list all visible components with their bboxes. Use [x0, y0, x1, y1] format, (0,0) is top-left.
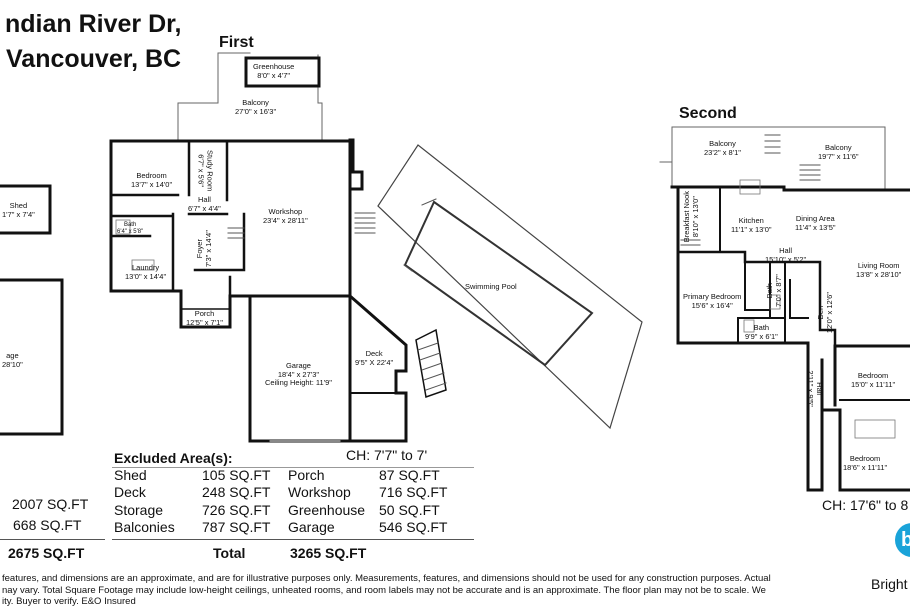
room-breakfast-nook: Breakfast Nook 8'10" x 13'0" — [682, 190, 700, 243]
disclaimer-line-2: nay vary. Total Square Footage may inclu… — [2, 585, 766, 596]
excluded-right-value-1: 716 SQ.FT — [379, 484, 448, 500]
room-bath-a: Bath 7'0" x 8'7" — [764, 274, 783, 308]
disclaimer-line-1: features, and dimensions are an approxim… — [2, 573, 771, 584]
excluded-right-name-1: Workshop — [288, 484, 351, 500]
room-laundry: Laundry 13'0" x 14'4" — [125, 263, 167, 281]
room-garage-fragment: age 28'10" — [2, 351, 23, 369]
ceiling-height-second: CH: 17'6" to 8 — [822, 497, 909, 513]
address-line-2: Vancouver, BC — [6, 45, 182, 73]
address-line-1: ndian River Dr, — [5, 10, 182, 38]
excluded-left-value-3: 787 SQ.FT — [202, 519, 271, 535]
room-bedroom-a: Bedroom 15'0" x 11'11" — [851, 371, 896, 389]
total-value: 3265 SQ.FT — [290, 545, 367, 561]
room-workshop: Workshop 23'4" x 28'11" — [263, 207, 308, 225]
room-hall: Hall 6'7" x 4'4" — [188, 195, 221, 213]
room-balcony-a: Balcony 23'2" x 8'1" — [704, 139, 741, 157]
excluded-left-value-1: 248 SQ.FT — [202, 484, 271, 500]
divider-left — [0, 539, 105, 540]
brand-logo-icon: b — [895, 523, 910, 557]
floor-sqft-2: 668 SQ.FT — [13, 517, 82, 533]
excluded-right-name-0: Porch — [288, 467, 325, 483]
divider-excluded — [112, 467, 474, 468]
room-deck: Deck 9'5" X 22'4" — [355, 349, 394, 367]
room-living: Living Room 13'8" x 28'10" — [856, 261, 902, 279]
room-balcony: Balcony 27'0" x 16'3" — [235, 98, 277, 116]
excluded-left-name-0: Shed — [114, 467, 147, 483]
total-label: Total — [213, 545, 246, 561]
room-bath: Bath 6'4" x 5'8" — [117, 222, 144, 235]
room-study: Study Room 6'7" x 5'6" — [196, 149, 215, 192]
excluded-right-value-3: 546 SQ.FT — [379, 519, 448, 535]
room-bath-b: Bath 9'9" x 6'1" — [745, 323, 778, 341]
excluded-right-value-2: 50 SQ.FT — [379, 502, 440, 518]
room-kitchen: Kitchen 11'1" x 13'0" — [731, 216, 772, 234]
room-den: Den 12'0" x 12'6" — [815, 292, 834, 334]
total-left: 2675 SQ.FT — [8, 545, 85, 561]
room-balcony-b: Balcony 19'7" x 11'6" — [818, 143, 859, 161]
room-shed: Shed 1'7" x 7'4" — [2, 201, 35, 219]
floor-sqft-1: 2007 SQ.FT — [12, 496, 89, 512]
excluded-right-name-3: Garage — [288, 519, 335, 535]
room-greenhouse: Greenhouse 8'0" x 4'7" — [253, 62, 295, 80]
excluded-left-name-2: Storage — [114, 502, 164, 518]
excluded-left-name-3: Balconies — [114, 519, 175, 535]
room-bedroom: Bedroom 13'7" x 14'0" — [131, 171, 173, 189]
excluded-heading: Excluded Area(s): — [114, 450, 233, 466]
room-dining-area: Dining Area 11'4" x 13'5" — [795, 214, 836, 232]
excluded-left-name-1: Deck — [114, 484, 146, 500]
brand-logo-letter: b — [901, 529, 910, 551]
brand-name: Bright — [871, 576, 908, 592]
floor-label-first: First — [219, 34, 254, 51]
room-bedroom-b: Bedroom 18'6" x 11'11" — [843, 454, 888, 472]
room-primary-bedroom: Primary Bedroom 15'6" x 16'4" — [683, 292, 742, 310]
ceiling-height-first: CH: 7'7" to 7' — [346, 447, 428, 463]
excluded-left-value-2: 726 SQ.FT — [202, 502, 271, 518]
excluded-right-value-0: 87 SQ.FT — [379, 467, 440, 483]
divider-total — [112, 539, 474, 540]
disclaimer-line-3: ity. Buyer to verify. E&O Insured — [2, 596, 136, 607]
room-hall-second: Hall 15'10" x 5'2" — [765, 246, 807, 264]
room-swimming-pool: Swimming Pool — [465, 282, 517, 291]
room-porch: Porch 12'5" x 7'1" — [186, 309, 223, 327]
excluded-right-name-2: Greenhouse — [288, 502, 366, 518]
room-foyer: Foyer 7'3" x 14'4" — [194, 230, 213, 268]
room-hall-b: Hall 2'11" x 9'5" — [806, 370, 824, 407]
room-garage: Garage 18'4" x 27'3" Ceiling Height: 11'… — [265, 361, 332, 388]
excluded-left-value-0: 105 SQ.FT — [202, 467, 271, 483]
floor-label-second: Second — [679, 105, 737, 122]
